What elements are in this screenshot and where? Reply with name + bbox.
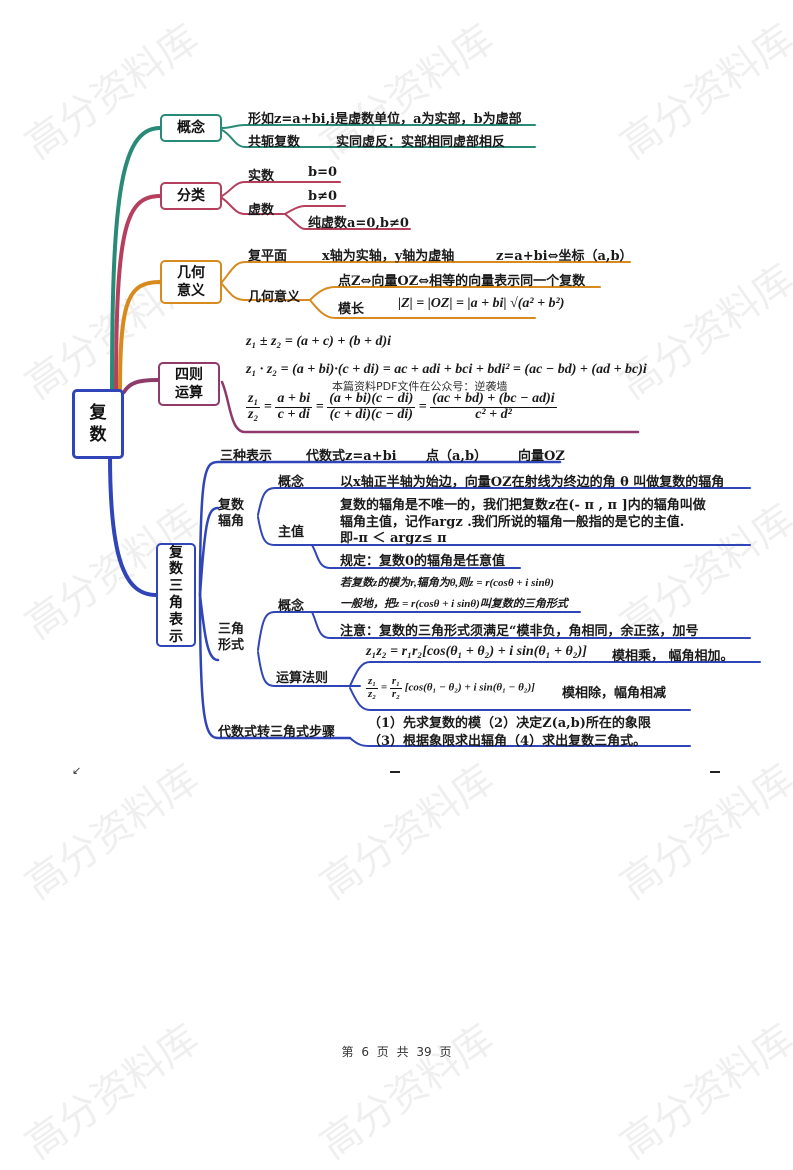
conjugate-label: 共轭复数 [248,135,301,150]
multiplication-rule: z₁z₂ = r₁r₂[cos(θ₁ + θ₂) + i sin(θ₁ + θ₂… [366,644,587,659]
frac-num: z₁ [246,391,261,408]
page-mark [390,771,400,773]
principal-desc-3: 即-π ＜ argz≤ π [340,531,447,546]
conversion-steps-1: （1）先求复数的模（2）决定Z(a,b)所在的象限 [368,716,651,731]
page-mark [710,771,720,773]
frac-den: z₂ [248,406,259,422]
imaginary-number-label: 虚数 [248,203,275,218]
concept-definition: 形如z=a+bi,i是虚数单位，a为实部，b为虚部 [248,112,522,127]
node-trigonometric-representation[interactable]: 复 数 三 角 表 示 [156,543,196,647]
real-number-condition: b=0 [308,165,338,180]
frac-num: (ac + bd) + (bc − ad)i [430,391,557,408]
argument-concept-desc: 以x轴正半轴为始边，向量OZ在射线为终边的角 θ 叫做复数的辐角 [340,475,725,490]
frac-den: r₂ [391,687,401,700]
complex-plane-label: 复平面 [248,249,288,264]
complex-plane-mapping: z=a+bi⇔坐标（a,b） [496,249,633,264]
frac-num: (a + bi)(c − di) [327,391,416,408]
mindmap-connectors [108,124,761,747]
imaginary-condition: b≠0 [308,189,338,204]
point-form: 点（a,b） [426,449,488,464]
node-concept[interactable]: 概念 [160,114,222,142]
argument-concept-label: 概念 [278,475,305,490]
zero-argument-rule: 规定：复数0的辐角是任意值 [340,554,506,569]
node-geometry[interactable]: 几何 意义 [160,260,222,304]
node-arithmetic[interactable]: 四则 运算 [158,362,220,406]
root-node[interactable]: 复 数 [72,389,124,459]
page-number: 第 6 页 共 39 页 [341,1045,452,1059]
modulus-label: 模长 [338,302,365,317]
division-rule-desc: 模相除，幅角相减 [562,686,667,701]
modulus-formula: |Z| = |OZ| = |a + bi| √(a² + b²) [398,296,565,311]
division-rule-rest: [cos(θ₁ − θ₂) + i sin(θ₁ − θ₂)] [404,681,535,694]
conversion-steps-2: （3）根据象限求出辐角（4）求出复数三角式。 [368,734,647,749]
pure-imaginary-condition: 纯虚数a=0,b≠0 [308,216,409,231]
frac-den: (c + di)(c − di) [329,406,413,422]
frac-den: c² + d² [475,406,512,422]
three-forms-label: 三种表示 [220,449,273,464]
trig-concept-2: 一般地，把z = r(cosθ + i sinθ)叫复数的三角形式 [340,598,568,610]
trig-form-node[interactable]: 三角 形式 [218,622,245,654]
geometric-meaning-desc: 点Z⇔向量OZ⇔相等的向量表示同一个复数 [338,274,586,289]
conversion-steps-label: 代数式转三角式步骤 [218,725,336,740]
principal-value-label: 主值 [278,525,305,540]
real-number-label: 实数 [248,169,275,184]
vector-form: 向量OZ [518,449,565,464]
principal-desc-2: 辐角主值，记作argz .我们所说的辐角一般指的是它的主值. [340,515,685,530]
frac-num: r₁ [389,675,403,689]
node-classification[interactable]: 分类 [160,182,222,210]
trig-concept-label: 概念 [278,599,305,614]
conjugate-description: 实同虚反：实部相同虚部相反 [336,135,506,150]
trig-concept-note: 注意：复数的三角形式须满足“模非负，角相同，余正弦，加号 [340,624,699,639]
trig-concept-1: 若复数z的模为r,辐角为θ,则z = r(cosθ + i sinθ) [340,577,554,589]
argument-node[interactable]: 复数 辐角 [218,498,245,530]
geometric-meaning-label: 几何意义 [248,290,301,305]
frac-num: z₁ [366,675,379,689]
operation-rules-label: 运算法则 [276,671,329,686]
return-mark-icon: ↙ [72,764,82,777]
multiplication-rule-desc: 模相乘， 幅角相加。 [612,649,734,664]
frac-den: c + di [277,406,310,422]
frac-num: a + bi [275,391,313,408]
addition-formula: z₁ ± z₂ = (a + c) + (b + d)i [246,334,392,349]
algebraic-form: 代数式z=a+bi [306,449,397,464]
complex-plane-axes: x轴为实轴，y轴为虚轴 [322,249,455,264]
frac-den: z₂ [368,687,377,700]
principal-desc-1: 复数的辐角是不唯一的，我们把复数z在(- π , π ]内的辐角叫做 [340,498,706,513]
source-note: 本篇资料PDF文件在公众号：逆袭墙 [332,380,508,393]
multiplication-formula: z₁ · z₂ = (a + bi)·(c + di) = ac + adi +… [246,362,647,377]
